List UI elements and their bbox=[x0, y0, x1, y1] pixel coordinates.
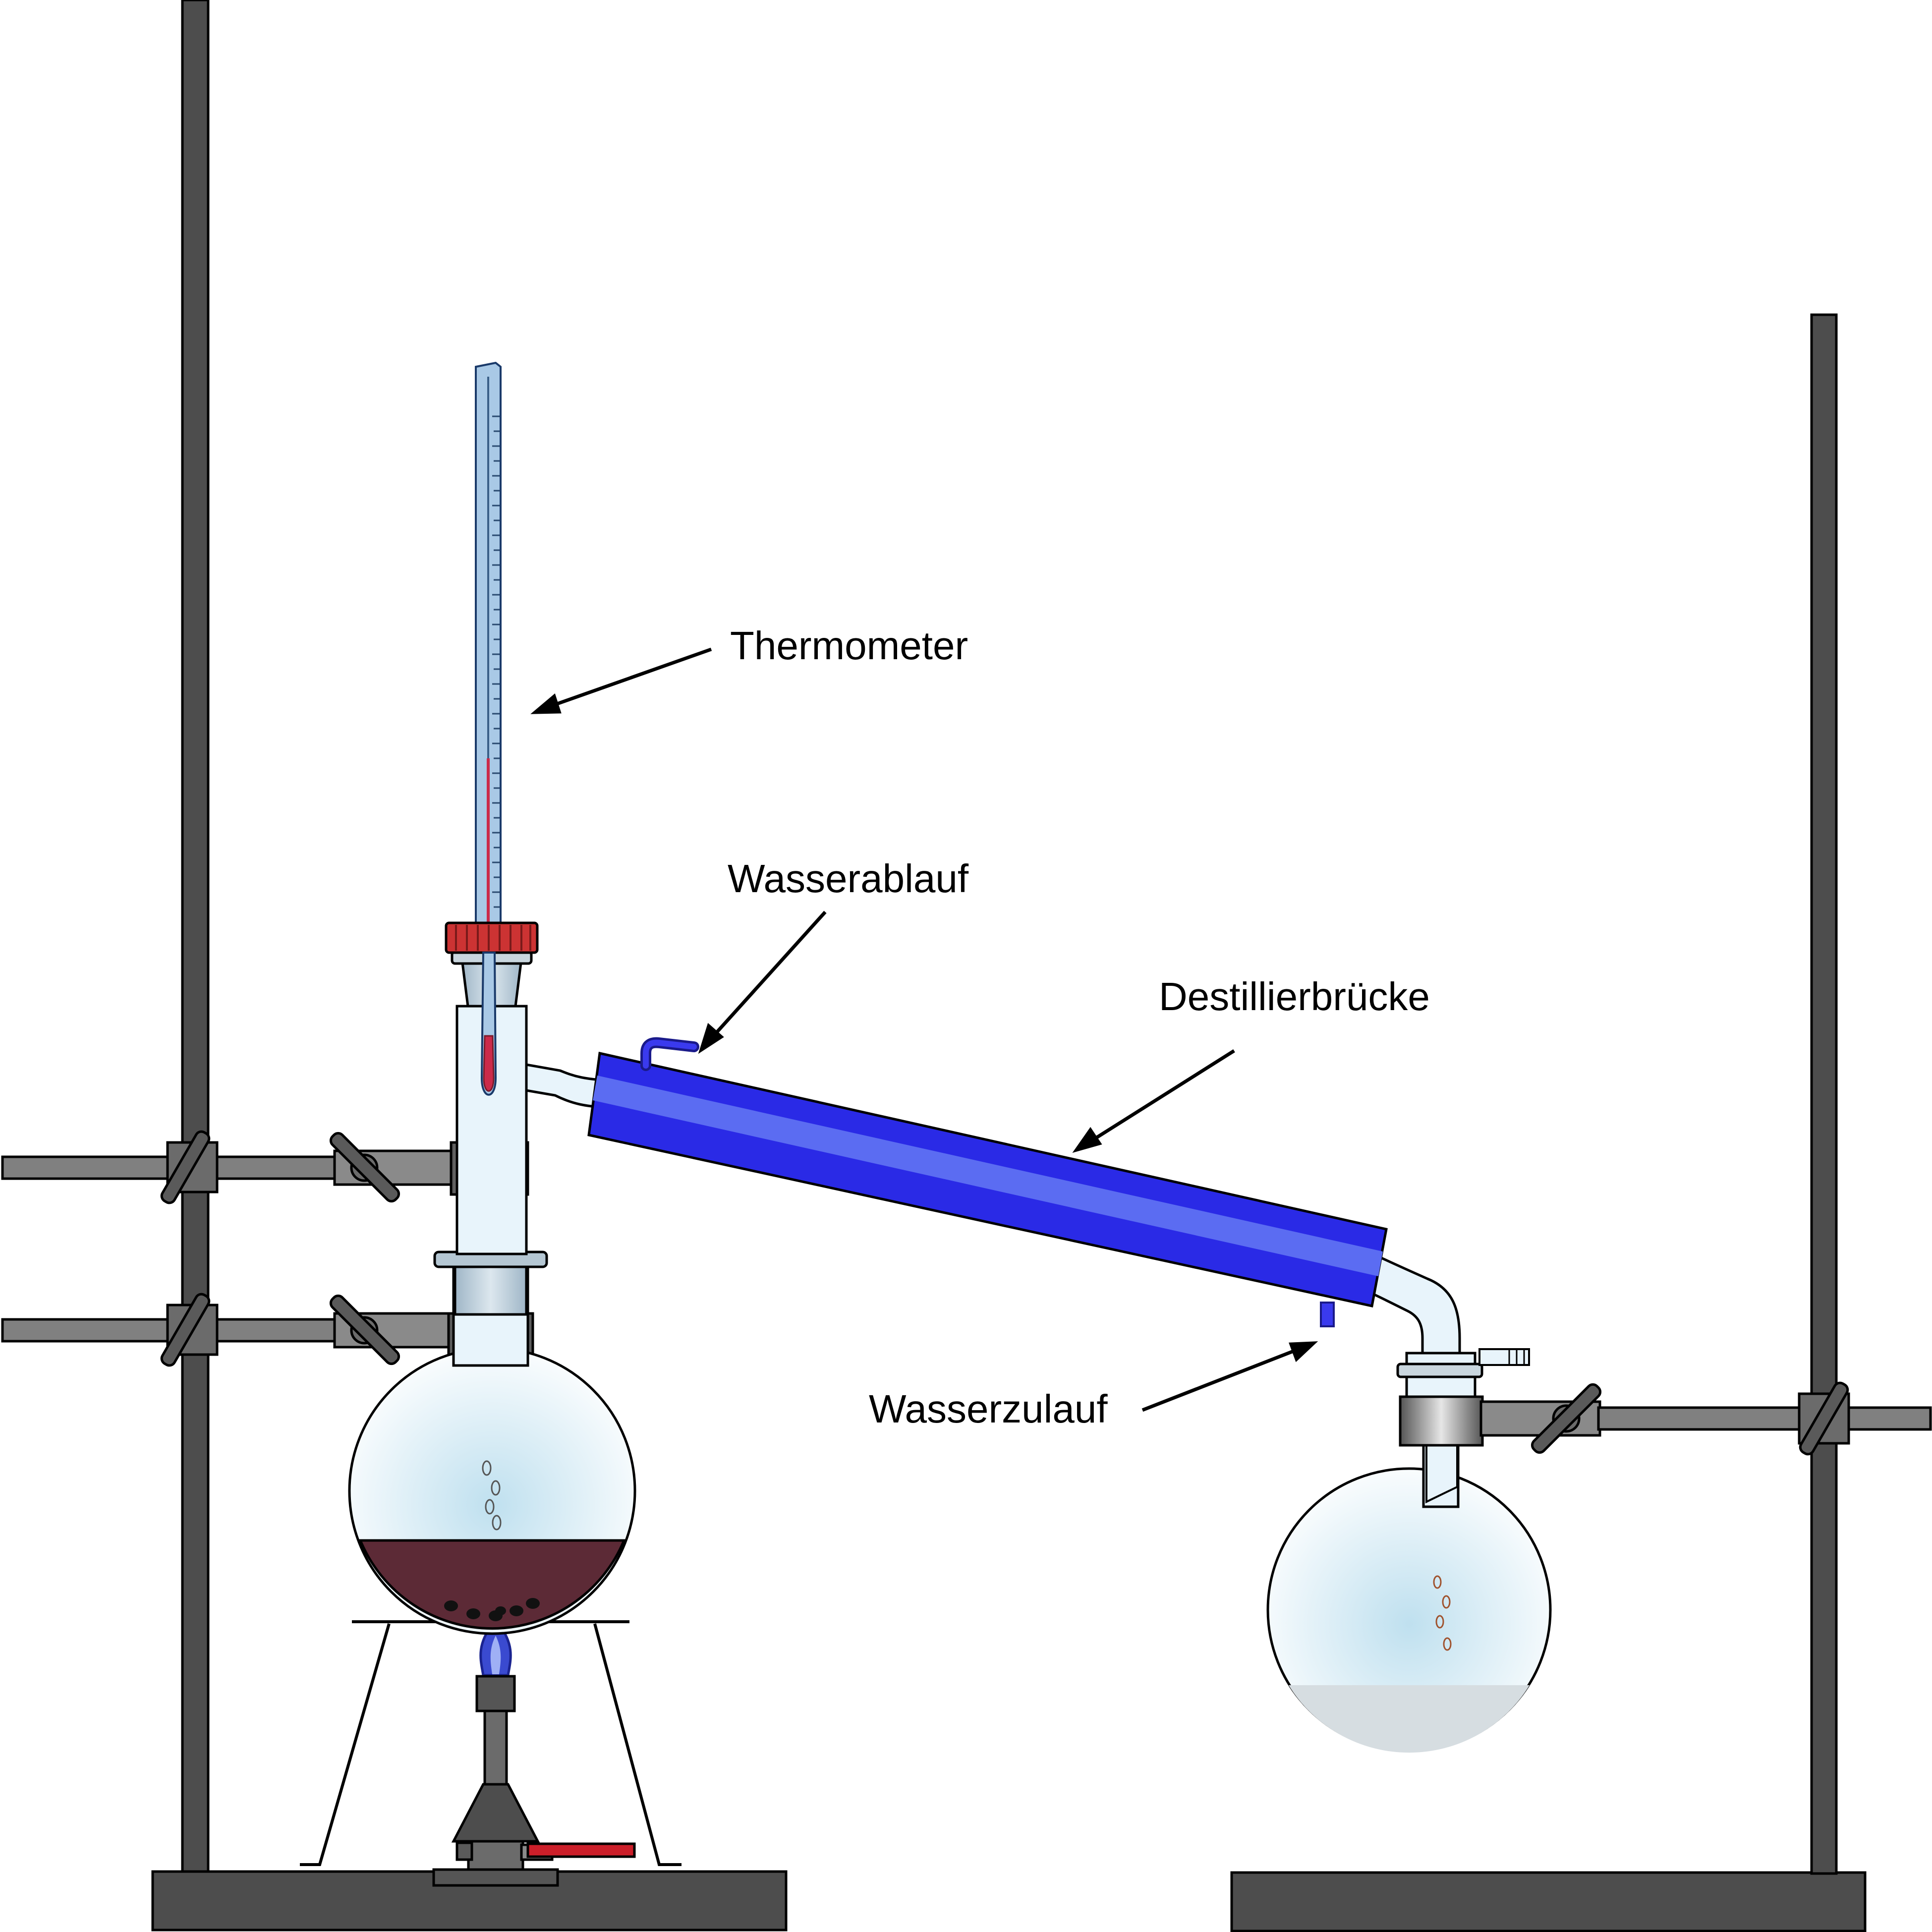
thermometer-screw-cap bbox=[445, 921, 539, 954]
water-inlet-label: Wasserzulauf bbox=[869, 1387, 1108, 1431]
burner-flame-core bbox=[490, 1636, 501, 1674]
water-outlet-arrow bbox=[698, 910, 827, 1054]
boiling-flask-joint bbox=[454, 1263, 528, 1316]
right-stand bbox=[1230, 313, 1867, 1932]
burner-cone bbox=[451, 1783, 540, 1843]
condenser-inner-tube bbox=[593, 1076, 1383, 1276]
distillation-bridge-label: Destillierbrücke bbox=[1159, 974, 1430, 1019]
burner-tube-top bbox=[475, 1675, 516, 1712]
thermometer-bulb bbox=[483, 1035, 495, 1092]
distillation-bridge-arrow bbox=[1072, 1049, 1235, 1153]
thermometer-label: Thermometer bbox=[730, 624, 968, 668]
right-clamp-screw bbox=[1531, 1383, 1602, 1454]
condenser-water-outlet-fill bbox=[643, 1039, 697, 1069]
water-outlet-label: Wasserablauf bbox=[728, 856, 969, 901]
tripod-left-leg bbox=[300, 1623, 391, 1866]
thermometer-arrow bbox=[530, 647, 712, 714]
right-boss-screw bbox=[1799, 1381, 1849, 1456]
upper-clamp-screw bbox=[329, 1132, 400, 1203]
boiling-chips bbox=[444, 1598, 540, 1621]
right-clamp-bar bbox=[1597, 1406, 1932, 1431]
receiving-flask-distillate bbox=[1289, 1685, 1530, 1753]
vapor-bubbles bbox=[482, 1460, 502, 1531]
bunsen-burner bbox=[432, 1622, 636, 1887]
burner-foot bbox=[432, 1868, 559, 1887]
burner-gas-hose bbox=[526, 1842, 636, 1858]
right-stand-base bbox=[1230, 1871, 1867, 1932]
receiving-flask bbox=[1266, 1348, 1552, 1753]
receiving-flask-clamp bbox=[1399, 1395, 1484, 1447]
condenser bbox=[587, 1037, 1461, 1357]
screw-cap-ridges bbox=[455, 925, 531, 951]
right-clamp-arm bbox=[1479, 1381, 1932, 1456]
upper-boss-screw bbox=[160, 1130, 211, 1204]
burner-tube bbox=[483, 1709, 508, 1787]
water-inlet-arrow bbox=[1141, 1341, 1318, 1412]
thermometer bbox=[445, 361, 539, 1096]
thermometer-scale bbox=[492, 415, 500, 908]
boiling-flask-liquid bbox=[358, 1539, 626, 1630]
condenser-water-inlet bbox=[1320, 1302, 1335, 1327]
distillate-bubbles bbox=[1433, 1575, 1452, 1651]
lower-boss-screw bbox=[160, 1293, 211, 1367]
burner-valve-stem bbox=[455, 1841, 473, 1861]
burner-body bbox=[467, 1840, 524, 1873]
upper-clamp-arm bbox=[1, 1130, 529, 1204]
receiving-adapter-rim bbox=[1396, 1363, 1483, 1378]
right-stand-rod bbox=[1810, 313, 1838, 1875]
boiling-flask bbox=[348, 1250, 636, 1635]
vacuum-nozzle bbox=[1478, 1348, 1530, 1366]
annotation-arrows bbox=[530, 647, 1318, 1412]
left-stand-rod bbox=[181, 0, 210, 1873]
tripod-right-leg bbox=[593, 1623, 682, 1866]
lower-clamp-screw bbox=[329, 1294, 400, 1365]
